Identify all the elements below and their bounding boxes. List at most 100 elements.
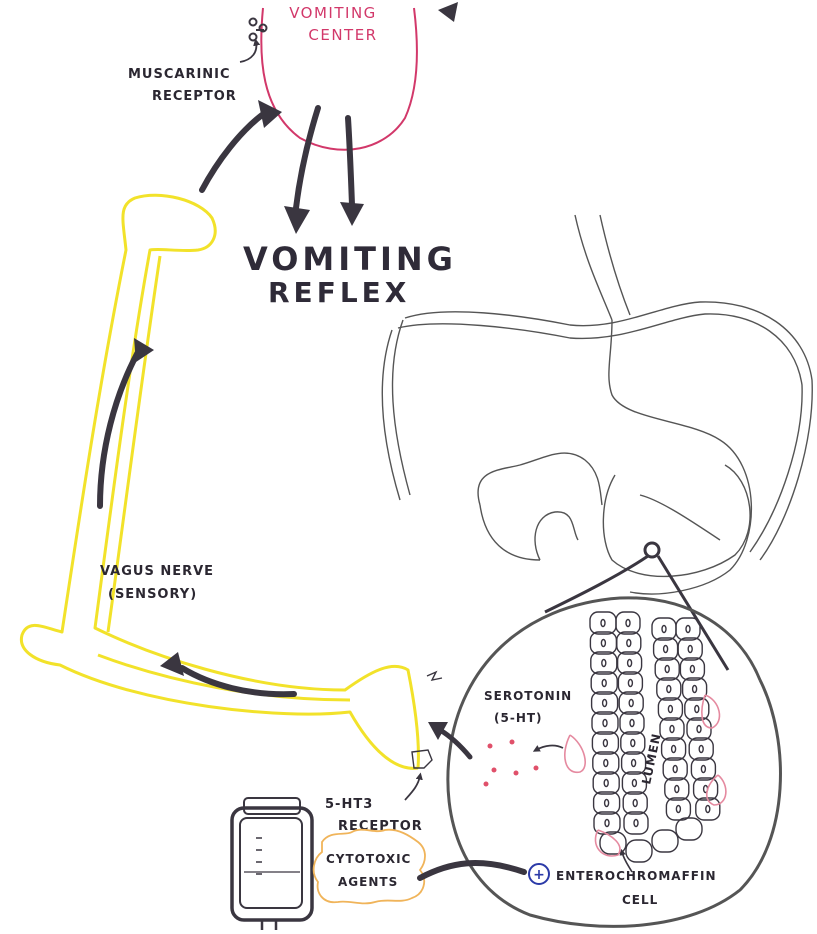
villus-cell bbox=[676, 818, 702, 840]
villus-cell bbox=[663, 758, 687, 780]
cell-nucleus bbox=[695, 706, 699, 713]
cell-nucleus bbox=[628, 660, 632, 667]
villus-cell bbox=[620, 712, 644, 734]
entero-label-2: CELL bbox=[622, 893, 658, 907]
muscarinic-pointer bbox=[240, 42, 256, 62]
lumen-label: LUMEN bbox=[639, 732, 664, 786]
serotonin-label-1: SEROTONIN bbox=[484, 689, 572, 703]
cell-nucleus bbox=[632, 780, 636, 787]
cell-nucleus bbox=[632, 760, 636, 767]
villus-cell bbox=[694, 778, 718, 800]
vomiting-reflex-label-2: REFLEX bbox=[268, 276, 410, 309]
cytotoxic-label-2: AGENTS bbox=[338, 875, 398, 889]
villus-cell bbox=[657, 678, 681, 700]
villus-cell bbox=[592, 732, 618, 754]
cell-nucleus bbox=[604, 760, 608, 767]
cell-nucleus bbox=[670, 726, 674, 733]
cell-nucleus bbox=[631, 740, 635, 747]
cell-nucleus bbox=[675, 786, 679, 793]
villus-cell bbox=[660, 718, 684, 740]
vomiting-center-label-1: VOMITING bbox=[289, 4, 377, 22]
plus-sign: + bbox=[533, 867, 545, 883]
villus-cell bbox=[666, 798, 690, 820]
afferent-arrowhead-1 bbox=[258, 100, 282, 128]
villus-cell bbox=[618, 672, 642, 694]
cell-nucleus bbox=[699, 746, 703, 753]
cell-nucleus bbox=[672, 746, 676, 753]
cell-nucleus bbox=[634, 820, 638, 827]
cell-nucleus bbox=[602, 660, 606, 667]
cell-nucleus bbox=[601, 620, 605, 627]
villus-cell bbox=[591, 652, 617, 674]
serotonin-release-arrow bbox=[536, 746, 563, 750]
cell-nucleus bbox=[706, 806, 710, 813]
cell-nucleus bbox=[664, 646, 668, 653]
villus-cell bbox=[662, 738, 686, 760]
efferent-arrowhead-2 bbox=[340, 202, 364, 226]
cytotoxic-agents: CYTOTOXIC AGENTS bbox=[314, 830, 425, 904]
villus-cell bbox=[594, 792, 620, 814]
vomiting-center: VOMITING CENTER bbox=[261, 4, 417, 150]
villus-cell bbox=[621, 732, 645, 754]
villus-cell bbox=[683, 678, 707, 700]
cell-nucleus bbox=[676, 806, 680, 813]
cell-nucleus bbox=[662, 626, 666, 633]
villus-cell bbox=[618, 652, 642, 674]
villus-cell bbox=[593, 772, 619, 794]
cell-nucleus bbox=[627, 640, 631, 647]
cell-nucleus bbox=[701, 766, 705, 773]
villus-cell bbox=[655, 658, 679, 680]
intestinal-villi-left bbox=[590, 612, 702, 862]
entero-label-1: ENTEROCHROMAFFIN bbox=[556, 869, 717, 883]
cell-nucleus bbox=[628, 680, 632, 687]
cell-nucleus bbox=[601, 640, 605, 647]
cytotoxic-label-1: CYTOTOXIC bbox=[326, 852, 411, 866]
plus-icon: + bbox=[529, 864, 549, 884]
villus-cell bbox=[687, 718, 711, 740]
cell-nucleus bbox=[688, 646, 692, 653]
vagus-label-2: (SENSORY) bbox=[108, 587, 197, 602]
villus-cell bbox=[658, 698, 682, 720]
villus-cell bbox=[652, 618, 676, 640]
villus-cell bbox=[623, 792, 647, 814]
cell-nucleus bbox=[686, 626, 690, 633]
villus-cell bbox=[592, 692, 618, 714]
cell-nucleus bbox=[605, 800, 609, 807]
cell-nucleus bbox=[605, 820, 609, 827]
cell-nucleus bbox=[693, 686, 697, 693]
intestinal-villi-right bbox=[652, 618, 720, 820]
villus-cell bbox=[689, 738, 713, 760]
muscarinic-receptor: MUSCARINIC RECEPTOR bbox=[128, 19, 267, 105]
villus-cell bbox=[616, 612, 640, 634]
villus-cell bbox=[680, 658, 704, 680]
villus-cell bbox=[592, 712, 618, 734]
muscarinic-label-2: RECEPTOR bbox=[152, 89, 237, 104]
cell-nucleus bbox=[629, 700, 633, 707]
villus-cell bbox=[685, 698, 709, 720]
serotonin-to-nerve-arrow bbox=[440, 730, 470, 757]
cell-nucleus bbox=[697, 726, 701, 733]
villus-cell bbox=[691, 758, 715, 780]
villus-cell bbox=[626, 840, 652, 862]
vomiting-reflex-label-1: VOMITING bbox=[243, 240, 457, 278]
cell-nucleus bbox=[630, 720, 634, 727]
cell-nucleus bbox=[667, 686, 671, 693]
villus-cell bbox=[591, 672, 617, 694]
villus-cell bbox=[619, 692, 643, 714]
efferent-arrows bbox=[296, 108, 352, 208]
vomiting-center-label-2: CENTER bbox=[308, 26, 377, 44]
iv-bag-icon bbox=[232, 798, 312, 930]
cytotoxic-outline bbox=[314, 830, 425, 904]
villus-cell bbox=[590, 632, 616, 654]
cell-nucleus bbox=[626, 620, 630, 627]
cell-nucleus bbox=[603, 740, 607, 747]
cell-nucleus bbox=[604, 780, 608, 787]
cell-nucleus bbox=[690, 666, 694, 673]
villus-cell bbox=[654, 638, 678, 660]
cell-nucleus bbox=[603, 700, 607, 707]
villus-cell bbox=[652, 830, 678, 852]
efferent-arrowhead-1 bbox=[284, 206, 310, 234]
cell-nucleus bbox=[668, 706, 672, 713]
cell-nucleus bbox=[602, 680, 606, 687]
